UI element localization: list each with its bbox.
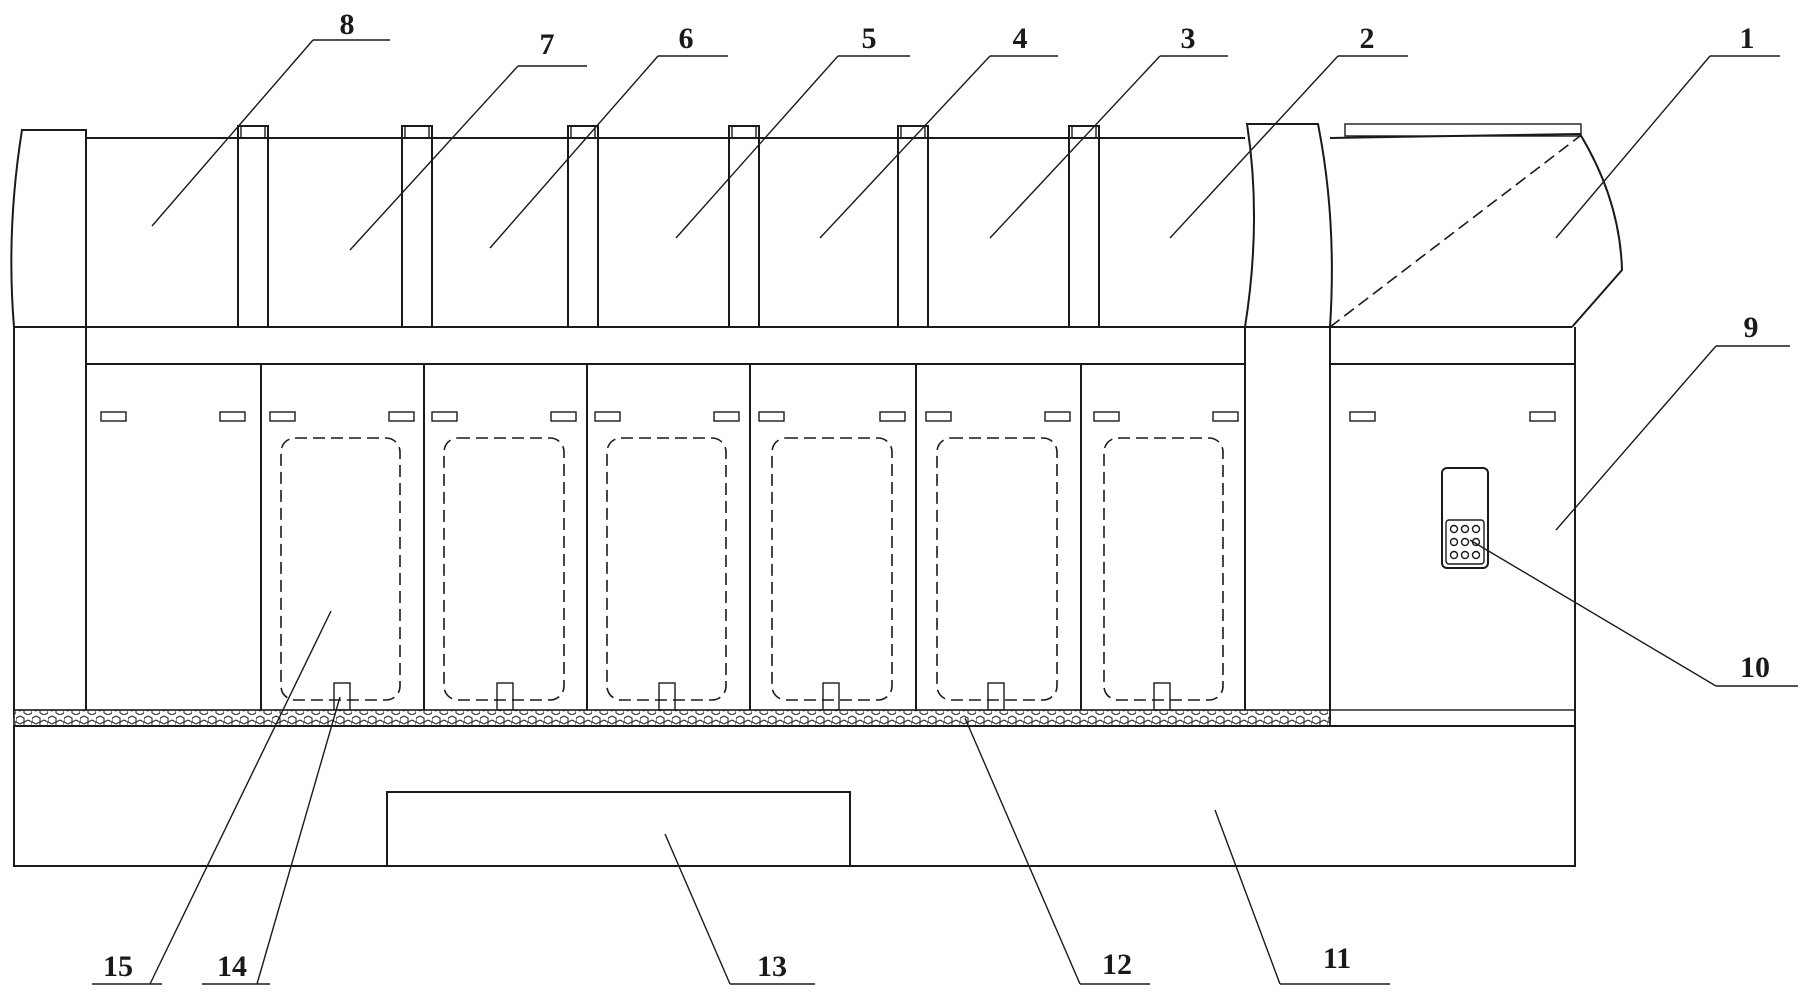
label-15: 15 <box>103 950 133 983</box>
tall-pillar <box>1244 123 1333 720</box>
top-chamber-row <box>10 123 1624 720</box>
label-2: 2 <box>1360 22 1375 55</box>
control-panel <box>1441 467 1489 569</box>
label-13: 13 <box>757 950 787 983</box>
label-4: 4 <box>1013 22 1028 55</box>
label-10: 10 <box>1740 651 1770 684</box>
door-handles <box>100 411 1556 422</box>
gravel-strip <box>13 709 1576 727</box>
part-labels: 1 2 3 4 5 6 7 8 9 10 11 12 13 14 15 <box>103 8 1770 983</box>
nozzles <box>333 682 1171 711</box>
label-6: 6 <box>679 22 694 55</box>
label-7: 7 <box>540 28 555 61</box>
cabinet-row <box>13 327 1576 726</box>
label-1: 1 <box>1740 22 1755 55</box>
left-end-cap <box>10 129 87 328</box>
label-5: 5 <box>862 22 877 55</box>
base-recess <box>386 791 851 866</box>
label-12: 12 <box>1102 948 1132 981</box>
chamber-dividers <box>237 125 1100 327</box>
chamber-1-hood <box>1329 123 1624 328</box>
label-9: 9 <box>1744 311 1759 344</box>
door-dividers <box>260 364 1082 710</box>
label-11: 11 <box>1323 942 1351 975</box>
base <box>13 725 1576 867</box>
label-14: 14 <box>217 950 247 983</box>
dashed-windows <box>280 437 1224 701</box>
base-body <box>13 725 1576 867</box>
label-3: 3 <box>1181 22 1196 55</box>
label-8: 8 <box>340 8 355 41</box>
leader-lines <box>92 39 1798 985</box>
